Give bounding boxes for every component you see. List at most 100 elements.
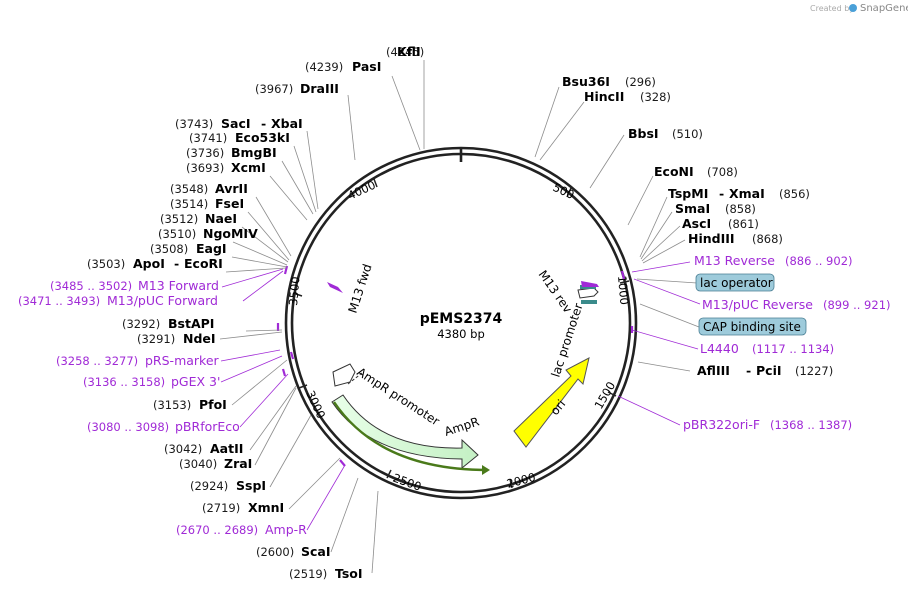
- draiii-name[interactable]: DraIII: [300, 81, 339, 96]
- tick-500: [566, 187, 572, 198]
- snapgene-logo-icon: [849, 4, 857, 12]
- tick-label-3500: 3500: [286, 276, 302, 306]
- leader-naei: [241, 226, 289, 263]
- credit-brand: SnapGene: [860, 3, 908, 14]
- pbrforeco-name[interactable]: pBRforEco: [175, 419, 240, 434]
- pgex-name[interactable]: pGEX 3': [171, 374, 220, 389]
- zrai-name[interactable]: ZraI: [224, 456, 252, 471]
- m13fwd-position: (3485 .. 3502): [50, 279, 132, 293]
- leader-cap: [639, 303, 700, 328]
- leader-avrii: [255, 196, 292, 257]
- tick-1500: [607, 391, 617, 397]
- apoi-dash: -: [174, 256, 179, 271]
- ampr-promoter-connector: [347, 372, 363, 385]
- ampr-translation-line: [333, 401, 489, 472]
- ampr-promoter-arrow[interactable]: [332, 363, 356, 387]
- lac-promoter-arrow[interactable]: [577, 287, 599, 299]
- ecori-name[interactable]: EcoRI: [184, 256, 223, 271]
- m13puc-rev-position: (899 .. 921): [823, 298, 891, 312]
- fsei-name[interactable]: FseI: [215, 196, 244, 211]
- scai-name[interactable]: ScaI: [301, 544, 331, 559]
- pasi-name[interactable]: PasI: [352, 59, 381, 74]
- hindiii-name[interactable]: HindIII: [688, 231, 735, 246]
- tick-1000: [619, 280, 630, 284]
- naei-name[interactable]: NaeI: [205, 211, 237, 226]
- xbai-name[interactable]: XbaI: [271, 116, 303, 131]
- leader-ngomiv: [232, 241, 288, 266]
- leader-eagi: [231, 256, 288, 268]
- pbr322-name[interactable]: pBR322ori-F: [683, 417, 760, 432]
- hincii-name[interactable]: HincII: [584, 89, 624, 104]
- smai-name[interactable]: SmaI: [675, 201, 710, 216]
- leader-pasi: [391, 75, 421, 151]
- saci-name[interactable]: SacI: [221, 116, 251, 131]
- pfoi-name[interactable]: PfoI: [199, 397, 227, 412]
- tsoi-name[interactable]: TsoI: [335, 566, 363, 581]
- bbsi-name[interactable]: BbsI: [628, 126, 659, 141]
- m13fwd-name[interactable]: M13 Forward: [138, 278, 219, 293]
- zrai-position: (3040): [179, 457, 217, 471]
- econi-position: (708): [707, 165, 738, 179]
- smai-position: (858): [725, 202, 756, 216]
- afliii-position: (1227): [795, 364, 833, 378]
- tspmi-name[interactable]: TspMI: [668, 186, 708, 201]
- apoi-name[interactable]: ApoI: [133, 256, 165, 271]
- bmgbi-position: (3736): [186, 146, 224, 160]
- asci-position: (861): [728, 217, 759, 231]
- leader-aatii: [249, 385, 297, 451]
- hindiii-position: (868): [752, 232, 783, 246]
- leader-smai: [640, 211, 673, 260]
- kfli-position: (4245): [386, 45, 424, 59]
- l4440-name[interactable]: L4440: [700, 341, 739, 356]
- tick-label-1000: 1000: [615, 275, 631, 305]
- scai-position: (2600): [256, 545, 294, 559]
- tick-4000: [373, 178, 378, 188]
- eagi-name[interactable]: EagI: [196, 241, 227, 256]
- prs-position: (3258 .. 3277): [56, 354, 138, 368]
- afliii-name[interactable]: AflIII: [697, 363, 730, 378]
- pbr322-position: (1368 .. 1387): [770, 418, 852, 432]
- pasi-position: (4239): [305, 60, 343, 74]
- leader-bstapi: [245, 329, 283, 332]
- pcii-name[interactable]: PciI: [756, 363, 782, 378]
- leader-afliii: [637, 361, 691, 372]
- m13rev-name[interactable]: M13 Reverse: [694, 253, 775, 268]
- econi-name[interactable]: EcoNI: [654, 164, 694, 179]
- aatii-position: (3042): [164, 442, 202, 456]
- leader-lacop: [636, 278, 698, 284]
- m13puc-fwd-name[interactable]: M13/pUC Forward: [107, 293, 218, 308]
- bstapi-name[interactable]: BstAPI: [168, 316, 214, 331]
- bmgbi-name[interactable]: BmgBI: [231, 145, 277, 160]
- xmai-name[interactable]: XmaI: [729, 186, 765, 201]
- ampr-translation-arrowhead: [482, 465, 490, 475]
- ndei-name[interactable]: NdeI: [183, 331, 216, 346]
- avrii-name[interactable]: AvrII: [215, 181, 248, 196]
- saci-dash: -: [261, 116, 266, 131]
- sspi-name[interactable]: SspI: [236, 478, 266, 493]
- m13puc-rev-name[interactable]: M13/pUC Reverse: [702, 297, 813, 312]
- aatii-name[interactable]: AatII: [210, 441, 243, 456]
- tick-label-4000: 4000: [345, 178, 377, 203]
- prs-name[interactable]: pRS-marker: [145, 353, 220, 368]
- leader-zrai: [254, 387, 297, 466]
- pleader-pgex: [220, 355, 283, 383]
- lac-operator-box-bg: [695, 273, 775, 292]
- cap-binding-site-box[interactable]: CAP binding site: [698, 317, 807, 336]
- lac-operator-box[interactable]: lac operator: [695, 273, 775, 292]
- tick-2000: [509, 478, 513, 489]
- backbone-outer: [284, 146, 638, 500]
- leader-tspmi: [639, 196, 668, 258]
- asci-name[interactable]: AscI: [682, 216, 711, 231]
- ampr-primer-name[interactable]: Amp-R: [265, 522, 307, 537]
- ndei-position: (3291): [137, 332, 175, 346]
- m13rev-position: (886 .. 902): [785, 254, 853, 268]
- xmni-name[interactable]: XmnI: [248, 500, 284, 515]
- bsu36i-name[interactable]: Bsu36I: [562, 74, 610, 89]
- xcmi-name[interactable]: XcmI: [231, 160, 266, 175]
- ngomiv-name[interactable]: NgoMIV: [203, 226, 258, 241]
- ori-feature-arrow[interactable]: [513, 357, 590, 448]
- plasmid-name: pEMS2374: [420, 311, 503, 327]
- leader-apoi: [225, 267, 287, 273]
- eco53ki-name[interactable]: Eco53kI: [235, 130, 290, 145]
- kfli-name[interactable]: KflI: [397, 44, 421, 59]
